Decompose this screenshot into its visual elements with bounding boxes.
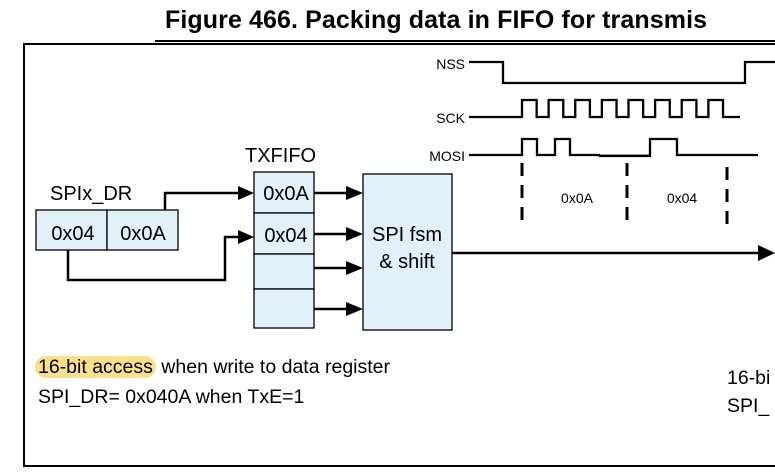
txfifo: 0x0A 0x04 <box>253 171 315 329</box>
figure-frame <box>23 43 775 467</box>
title-rule <box>155 40 775 42</box>
right-note-line2: SPI_ <box>727 395 770 417</box>
arrow-head-icon <box>758 245 775 261</box>
access-note-line2: SPI_DR= 0x040A when TxE=1 <box>38 386 305 408</box>
fifo-value: 0x04 <box>264 225 307 247</box>
access-highlight: 16-bit access <box>35 356 156 378</box>
nss-waveform <box>469 60 775 85</box>
frame-label: 0x0A <box>561 190 594 206</box>
frame-label: 0x04 <box>667 190 698 206</box>
high-byte-connector <box>66 235 242 282</box>
figure-title: Figure 466. Packing data in FIFO for tra… <box>165 6 708 34</box>
register-cell-low <box>106 209 179 251</box>
fifo-cell <box>253 212 315 255</box>
fifo-label: TXFIFO <box>245 145 316 167</box>
arrow-head-icon <box>346 261 363 275</box>
sck-waveform <box>469 98 740 119</box>
access-note-line1: 16-bit access when write to data registe… <box>35 356 391 379</box>
fifo-to-engine-arrows <box>314 186 363 316</box>
register-label: SPIx_DR <box>50 183 132 205</box>
register: 0x04 0x0A <box>35 209 179 251</box>
fifo-cell <box>253 253 315 290</box>
register-value-low: 0x0A <box>120 223 166 245</box>
arrow-head-icon <box>346 186 363 200</box>
arrow-head-icon <box>238 230 254 244</box>
access-note-rest: when write to data register <box>155 356 391 378</box>
mosi-waveform-frame2 <box>598 137 758 158</box>
fifo-value: 0x0A <box>263 183 309 205</box>
arrow-head-icon <box>346 227 363 241</box>
mosi-label: MOSI <box>429 148 465 164</box>
nss-label: NSS <box>436 56 465 72</box>
engine-label-line2: & shift <box>379 251 435 273</box>
right-note-line1: 16-bi <box>727 367 771 389</box>
mosi-waveform-frame1 <box>469 137 600 157</box>
sck-label: SCK <box>436 110 465 126</box>
fifo-cell <box>253 288 315 329</box>
low-byte-connector <box>163 191 242 210</box>
spi-engine-box <box>362 173 453 331</box>
engine-label-line1: SPI fsm <box>372 224 442 246</box>
register-cell-high <box>35 209 108 251</box>
fifo-cell <box>253 171 315 214</box>
arrow-head-icon <box>346 302 363 316</box>
arrow-head-icon <box>238 186 254 200</box>
register-value-high: 0x04 <box>51 223 94 245</box>
